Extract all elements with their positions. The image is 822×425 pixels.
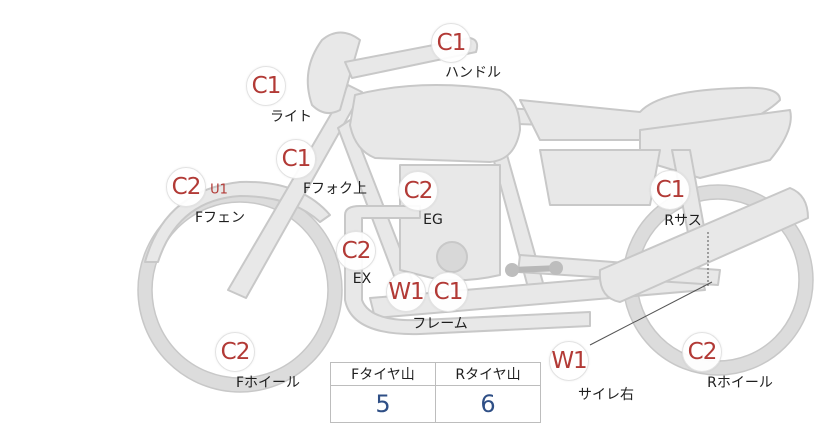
grade-badge-exhaust: C2 [336, 231, 376, 271]
grade-badge-engine: C2 [398, 171, 438, 211]
grade-badge-front-fender: C2 [166, 167, 206, 207]
part-label-front-fork-upper: Fフォク上 [302, 181, 368, 197]
grade-badge-front-fender-u1: U1 [210, 182, 228, 198]
part-label-front-wheel: Fホイール [235, 375, 301, 391]
grade-badge-light: C1 [246, 66, 286, 106]
grade-badge-silencer-right: W1 [549, 341, 589, 381]
silencer-leader-line [589, 281, 713, 346]
grade-badge-handlebar: C1 [431, 23, 471, 63]
front-tread-header: Fタイヤ山 [330, 362, 436, 386]
exhaust-pipe [344, 205, 591, 336]
grade-badge-frame-c1: C1 [428, 272, 468, 312]
front-tread-value: 5 [330, 385, 436, 423]
part-label-exhaust: EX [352, 271, 372, 287]
muffler [598, 187, 809, 303]
tire-tread-table: Fタイヤ山 Rタイヤ山 5 6 [330, 362, 541, 423]
grade-badge-frame-w1: W1 [386, 272, 426, 312]
part-label-light: ライト [270, 109, 312, 125]
fuel-tank [349, 84, 521, 163]
part-label-rear-wheel: Rホイール [707, 375, 773, 391]
part-label-engine: EG [423, 212, 443, 228]
part-label-silencer-right: サイレ右 [578, 387, 634, 403]
rear-tread-value: 6 [435, 385, 541, 423]
grade-badge-rear-suspension: C1 [650, 170, 690, 210]
part-label-frame: フレーム [412, 316, 468, 332]
headlight [306, 31, 361, 115]
grade-badge-front-wheel: C2 [215, 332, 255, 372]
part-label-handlebar: ハンドル [445, 65, 501, 81]
grade-badge-front-fork-upper: C1 [276, 139, 316, 179]
grade-badge-rear-wheel: C2 [682, 332, 722, 372]
rear-tread-header: Rタイヤ山 [435, 362, 541, 386]
part-label-front-fender: Fフェン [194, 210, 246, 226]
part-label-rear-suspension: Rサス [664, 213, 702, 229]
